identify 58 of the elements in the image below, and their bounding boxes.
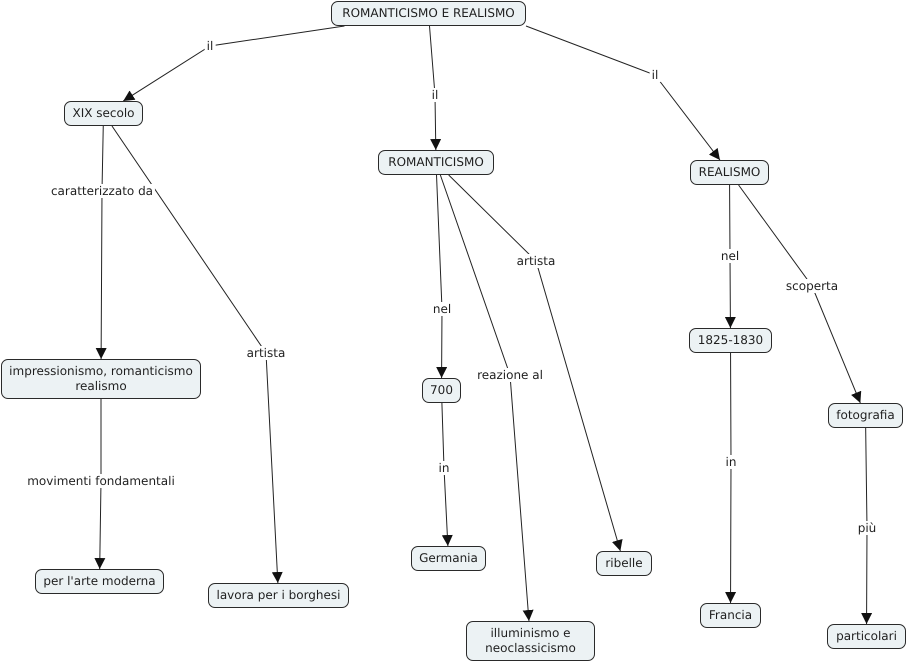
concept-node — [700, 603, 761, 628]
arrow — [738, 184, 862, 404]
concept-node — [1, 359, 201, 399]
arrow — [111, 126, 283, 584]
edge-label: caratterizzato da — [48, 184, 156, 198]
concept-node — [331, 1, 526, 26]
concept-label: Germania — [418, 551, 479, 566]
concept-node — [827, 624, 906, 649]
arrow — [526, 26, 720, 160]
concept-label: Francia — [708, 608, 754, 623]
edge-label: in — [436, 461, 452, 475]
concept-label: particolari — [835, 629, 898, 644]
concept-node — [378, 150, 494, 175]
edge-label: nel — [718, 249, 742, 263]
concept-label: lavora per i borghesi — [215, 588, 342, 603]
concept-label: 700 — [429, 383, 454, 398]
arrow — [96, 126, 107, 360]
edge-label: il — [204, 39, 216, 53]
concept-node — [411, 546, 486, 571]
arrow — [436, 174, 448, 378]
arrow — [725, 352, 736, 604]
edge-label: il — [650, 68, 660, 82]
concept-label: ribelle — [604, 556, 644, 571]
concept-node — [64, 101, 143, 126]
concept-label: impressionismo, romanticismo realismo — [8, 364, 194, 394]
concept-label: 1825-1830 — [696, 333, 764, 348]
concept-label: REALISMO — [698, 165, 762, 180]
arrow — [441, 402, 453, 546]
arrow — [122, 26, 345, 102]
concept-label: fotografia — [835, 408, 896, 423]
edge-label: artista — [514, 254, 558, 268]
concept-label: illuminismo e neoclassicismo — [484, 626, 577, 656]
arrow — [94, 398, 106, 570]
arrow — [440, 174, 534, 622]
edge-label: più — [856, 521, 878, 535]
concept-node — [422, 378, 461, 403]
concept-node — [35, 569, 164, 594]
arrow — [724, 184, 736, 328]
arrow — [429, 26, 442, 150]
concept-node — [466, 621, 595, 661]
concept-node — [596, 551, 652, 576]
concept-node — [689, 328, 772, 353]
concept-label: ROMANTICISMO — [387, 155, 485, 170]
concept-label: per l'arte moderna — [42, 574, 157, 589]
concept-node — [690, 160, 769, 185]
concept-node — [828, 403, 903, 428]
edge-label: in — [724, 455, 738, 469]
concept-label: ROMANTICISMO E REALISMO — [341, 6, 516, 21]
arrow — [448, 174, 623, 552]
concept-label: XIX secolo — [71, 106, 136, 121]
edge-label: nel — [430, 302, 454, 316]
edge-label: il — [430, 88, 440, 102]
edge-label: reazione al — [475, 368, 545, 382]
arrow — [861, 428, 872, 624]
edge-label: scoperta — [784, 279, 840, 293]
edge-label: artista — [244, 346, 288, 360]
concept-node — [208, 583, 349, 608]
edge-label: movimenti fondamentali — [25, 474, 177, 488]
